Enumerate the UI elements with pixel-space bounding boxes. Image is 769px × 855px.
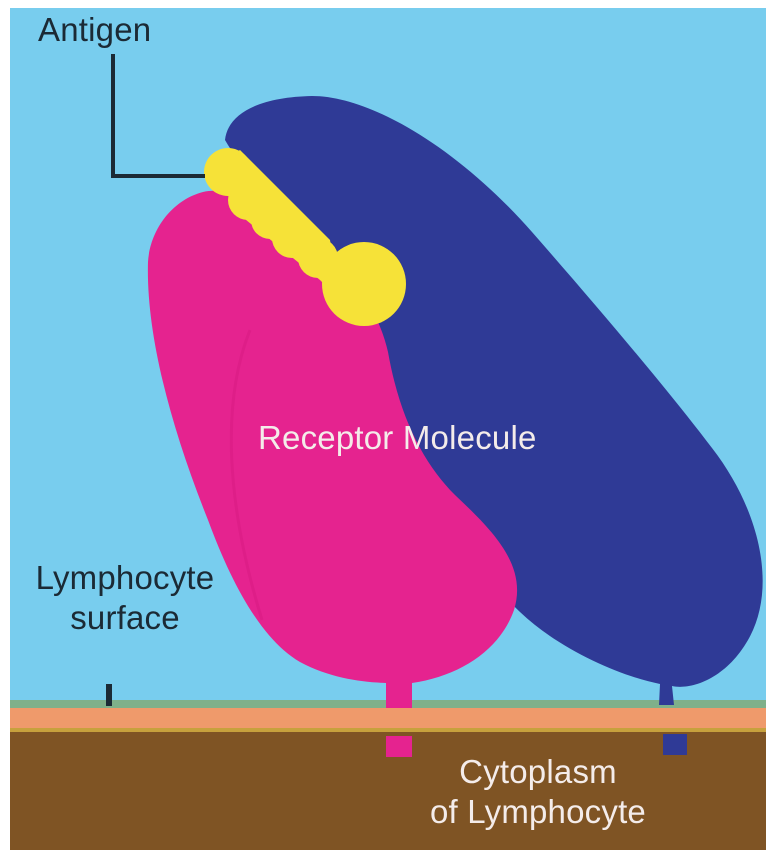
antigen-label: Antigen xyxy=(38,10,151,50)
surface-marker-tick xyxy=(106,684,112,706)
lymphocyte-surface-label-line2: surface xyxy=(10,598,240,638)
cytoplasm-label: Cytoplasm of Lymphocyte xyxy=(398,752,678,832)
lymphocyte-surface-label: Lymphocyte surface xyxy=(10,558,240,638)
membrane-inner-layer xyxy=(10,728,766,732)
lymphocyte-surface-label-line1: Lymphocyte xyxy=(10,558,240,598)
receptor-molecule-label: Receptor Molecule xyxy=(258,418,537,458)
membrane-band xyxy=(10,708,766,728)
cytoplasm-label-line1: Cytoplasm xyxy=(398,752,678,792)
cytoplasm-label-line2: of Lymphocyte xyxy=(398,792,678,832)
